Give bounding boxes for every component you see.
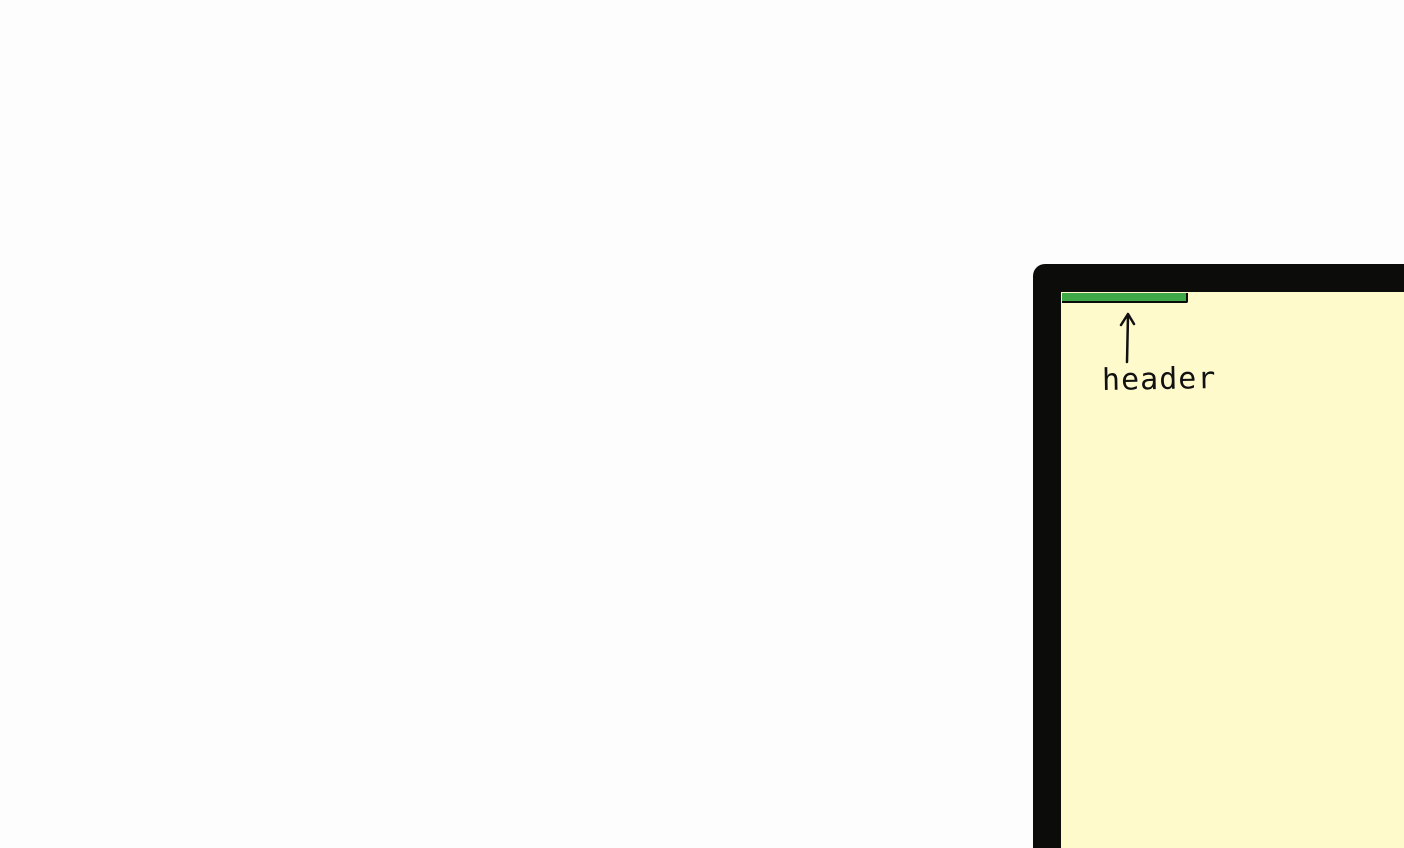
- up-arrow-icon: [1119, 312, 1136, 364]
- header-bar: [1062, 293, 1188, 303]
- header-annotation-label: header: [1101, 361, 1217, 398]
- page-content-area: [1061, 292, 1404, 848]
